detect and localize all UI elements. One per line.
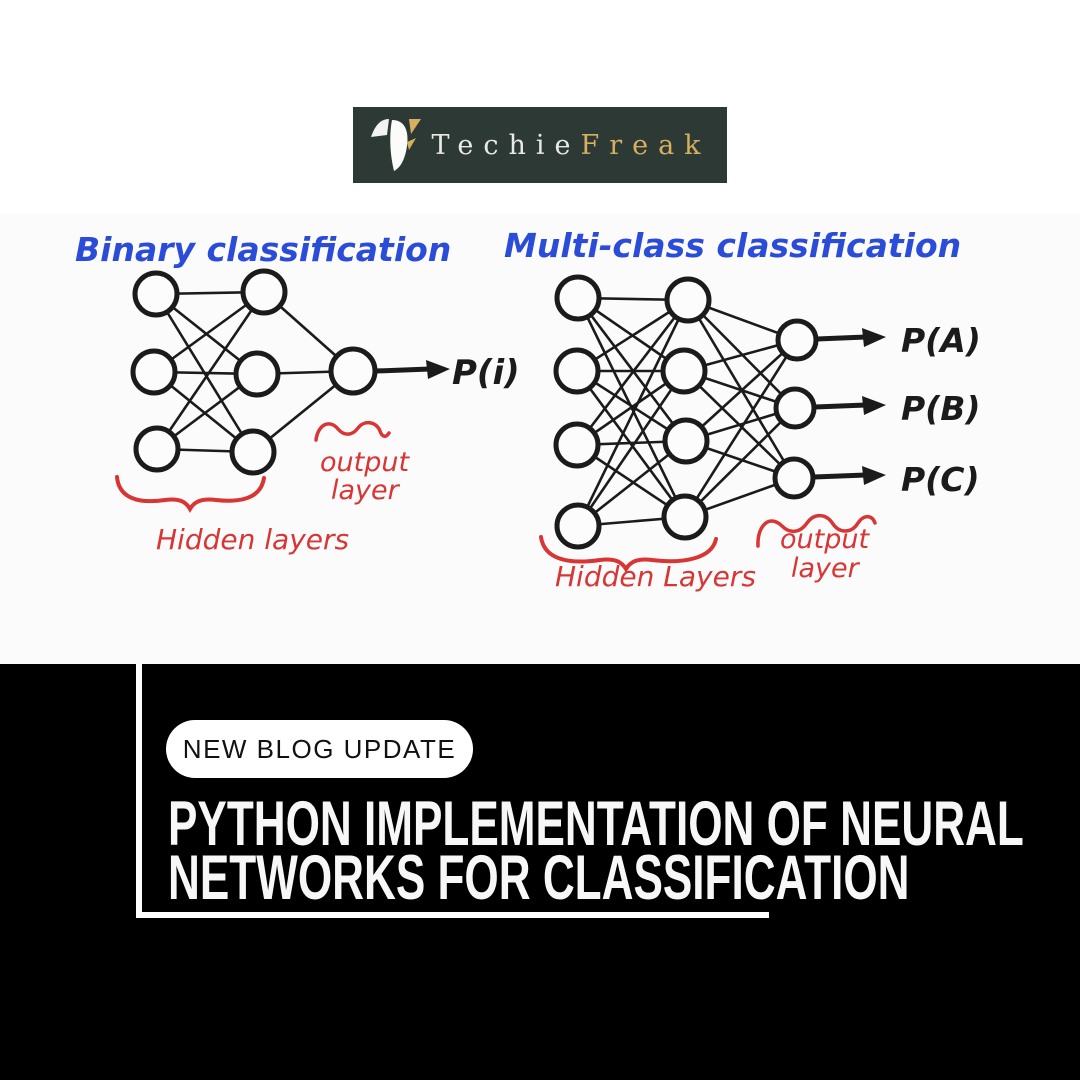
left-hidden-brace xyxy=(115,475,266,514)
right-output-layer-label-1: output xyxy=(780,524,870,555)
arrow-pa xyxy=(816,334,867,342)
badge-label: NEW BLOG UPDATE xyxy=(182,733,457,764)
binary-classification-title: Binary classification xyxy=(75,230,451,269)
right-output-squiggle xyxy=(756,513,877,548)
multiclass-network xyxy=(553,274,819,550)
hidden-node xyxy=(662,417,710,465)
hidden-node xyxy=(661,493,709,541)
hidden-node xyxy=(233,350,281,398)
edge xyxy=(576,297,688,442)
arrowhead-pb xyxy=(862,396,886,415)
input-node xyxy=(553,421,601,469)
right-hidden-layers-label: Hidden Layers xyxy=(555,560,756,593)
banner-bottom-accent-line xyxy=(136,912,769,918)
arrow-left-output xyxy=(375,366,431,374)
arrow-pb xyxy=(814,402,867,410)
output-node xyxy=(775,318,819,362)
hidden-node xyxy=(660,347,708,395)
arrowhead-pa xyxy=(862,328,886,347)
left-output-layer-label-2: layer xyxy=(331,475,401,506)
blog-title: PYTHON IMPLEMENTATION OF NEURAL NETWORKS… xyxy=(168,789,1024,913)
techiefreak-monogram-icon xyxy=(371,119,422,171)
whiteboard-background xyxy=(0,213,1080,664)
blog-title-line1: PYTHON IMPLEMENTATION OF NEURAL xyxy=(168,789,1024,859)
arrowhead-left-output xyxy=(426,360,450,379)
label-p-a: P(A) xyxy=(901,321,981,360)
label-p-c: P(C) xyxy=(901,460,980,499)
edge xyxy=(576,370,686,527)
banner-left-accent-line xyxy=(136,664,142,918)
input-node xyxy=(553,347,601,395)
input-node xyxy=(130,348,178,396)
left-hidden-layers-label: Hidden layers xyxy=(156,523,349,556)
left-output-layer-label-1: output xyxy=(320,447,410,478)
multiclass-classification-title: Multi-class classification xyxy=(504,226,961,265)
edge xyxy=(683,339,799,518)
output-arrows xyxy=(375,328,886,485)
edge xyxy=(684,407,796,518)
left-output-squiggle xyxy=(314,421,391,442)
red-annotation-strokes xyxy=(115,421,877,574)
hidden-node xyxy=(229,428,277,476)
input-node xyxy=(133,425,181,473)
input-node xyxy=(132,270,180,318)
binary-network xyxy=(130,268,378,476)
label-p-b: P(B) xyxy=(901,389,981,428)
new-blog-update-badge: NEW BLOG UPDATE xyxy=(166,720,473,778)
neural-network-diagram: Binary classification Multi-class classi… xyxy=(0,213,1080,664)
edge xyxy=(575,299,690,446)
output-node xyxy=(772,456,816,500)
output-node xyxy=(773,386,817,430)
arrowhead-pc xyxy=(862,466,886,485)
techiefreak-logo: TechieFreak xyxy=(353,107,727,183)
edge xyxy=(576,299,690,527)
right-output-layer-label-2: layer xyxy=(791,553,861,584)
blog-title-line2: NETWORKS FOR CLASSIFICATION xyxy=(168,843,910,913)
logo-text-techie: Techie xyxy=(431,129,581,161)
logo-text-freak: Freak xyxy=(580,129,711,161)
hidden-node xyxy=(664,276,712,324)
edge xyxy=(685,339,798,442)
output-node xyxy=(328,346,378,396)
arrow-pc xyxy=(813,472,867,480)
input-node xyxy=(554,502,602,550)
logo-wordmark: TechieFreak xyxy=(431,130,710,161)
edge xyxy=(155,291,266,450)
input-node xyxy=(554,274,602,322)
hidden-node xyxy=(240,268,288,316)
right-hidden-brace xyxy=(539,535,718,574)
label-p-i: P(i) xyxy=(452,353,520,393)
